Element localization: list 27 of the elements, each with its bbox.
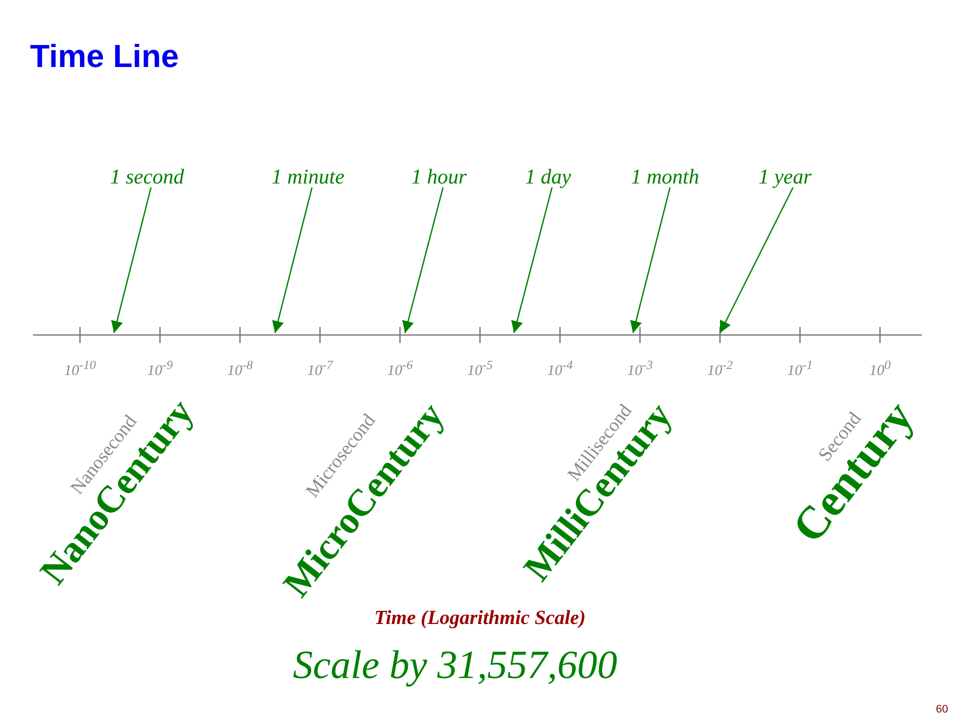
tick-label: 10$^{-3}$ [627, 359, 653, 379]
tick-label: 10$^{-4}$ [547, 359, 573, 379]
callout-label: 1 year [758, 166, 812, 188]
tick-label: 10$^{-9}$ [147, 359, 173, 379]
tick-label: 10$^{-8}$ [227, 359, 253, 379]
tick-label: 10$^{-2}$ [707, 359, 733, 379]
leader-arrow [511, 187, 553, 334]
tick-label: 10$^{-1}$ [787, 359, 813, 379]
leader-arrow [272, 187, 313, 334]
leader-arrow [402, 187, 444, 334]
tick-label: 10$^{-6}$ [387, 359, 413, 379]
tick-label: 10$^{-10}$ [64, 359, 96, 379]
scale-note: Scale by 31,557,600 [292, 645, 618, 685]
leader-arrow [719, 187, 794, 334]
callout-label: 1 month [630, 166, 700, 188]
axis-title: Time (Logarithmic Scale) [374, 608, 586, 628]
tick-label: 10$^{-5}$ [467, 359, 493, 379]
callout-label: 1 hour [411, 166, 467, 188]
leader-arrow [630, 187, 671, 334]
callout-label: 1 minute [272, 166, 344, 188]
leader-arrow [111, 187, 152, 334]
tick-label: 10$^{0}$ [869, 359, 891, 379]
slide-title: Time Line [30, 40, 179, 72]
tick-label: 10$^{-7}$ [307, 359, 333, 379]
callout-label: 1 second [110, 166, 184, 188]
callout-label: 1 day [524, 166, 572, 188]
page-number: 60 [936, 704, 948, 716]
